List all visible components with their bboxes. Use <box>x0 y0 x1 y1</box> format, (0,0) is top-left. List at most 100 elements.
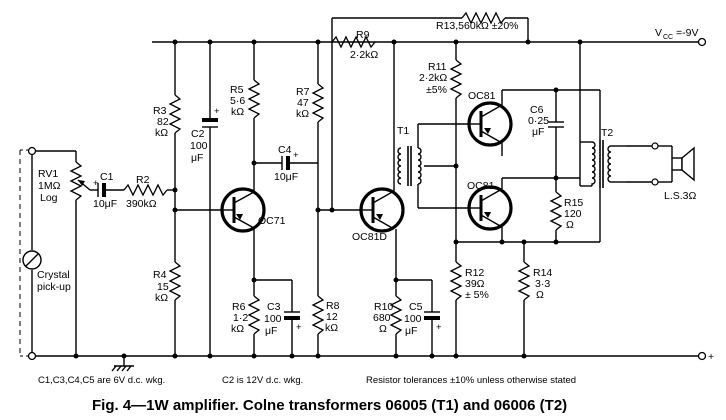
svg-text:R2: R2 <box>136 174 150 186</box>
svg-text:μF: μF <box>191 152 203 164</box>
junction-dots <box>73 39 583 359</box>
svg-text:680: 680 <box>373 312 391 324</box>
svg-text:100: 100 <box>264 313 282 325</box>
r3-resistor: R3 82 kΩ <box>153 42 182 262</box>
svg-text:Ω: Ω <box>566 219 574 231</box>
r14-resistor: R14 3·3 Ω <box>517 261 552 356</box>
svg-text:Crystal: Crystal <box>37 269 70 281</box>
r15-resistor: R15 120 Ω <box>549 178 583 242</box>
svg-text:R15: R15 <box>564 197 583 209</box>
svg-text:kΩ: kΩ <box>155 127 168 139</box>
svg-text:=-9V: =-9V <box>676 27 698 39</box>
svg-text:1·2: 1·2 <box>233 312 248 324</box>
r7-resistor: R7 47 kΩ <box>296 42 325 296</box>
svg-text:C2: C2 <box>191 128 205 140</box>
positive-terminal-label: + <box>708 351 714 363</box>
svg-text:2·2kΩ: 2·2kΩ <box>350 49 378 61</box>
svg-text:R12: R12 <box>465 267 484 279</box>
r9-resistor: R9 2·2kΩ <box>331 29 378 61</box>
svg-text:μF: μF <box>405 325 417 337</box>
svg-text:R6: R6 <box>232 301 246 313</box>
tolerance-note: Resistor tolerances ±10% unless otherwis… <box>366 375 576 386</box>
svg-text:R5: R5 <box>230 84 244 96</box>
r2-resistor: R2 390kΩ <box>123 174 175 210</box>
svg-text:C1: C1 <box>100 171 114 183</box>
svg-text:±5%: ±5% <box>426 84 447 96</box>
svg-text:kΩ: kΩ <box>231 323 244 335</box>
c2-voltage-note: C2 is 12V d.c. wkg. <box>222 375 303 386</box>
svg-text:OC81: OC81 <box>467 180 495 192</box>
svg-text:120: 120 <box>564 208 582 220</box>
svg-text:pick-up: pick-up <box>37 281 71 293</box>
svg-text:+: + <box>293 150 299 161</box>
r6-resistor: R6 1·2 kΩ <box>231 228 261 356</box>
r8-resistor: R8 12 kΩ <box>311 295 340 356</box>
svg-text:CC: CC <box>663 34 673 41</box>
svg-text:T1: T1 <box>397 125 409 137</box>
svg-text:± 5%: ± 5% <box>465 289 489 301</box>
oc81-bottom-transistor: OC81 <box>467 180 513 231</box>
r10-resistor: R10 680 Ω <box>373 229 403 356</box>
svg-text:C4: C4 <box>278 144 292 156</box>
svg-text:100: 100 <box>404 313 422 325</box>
crystal-pickup: Crystal pick-up <box>19 146 71 361</box>
svg-text:μF: μF <box>532 126 544 138</box>
c1-capacitor: + C1 10μF <box>90 171 124 210</box>
svg-text:R10: R10 <box>374 301 393 313</box>
oc81-top-transistor: OC81 <box>467 90 513 147</box>
svg-text:47: 47 <box>297 97 309 109</box>
svg-text:V: V <box>655 27 662 39</box>
c6-capacitor: C6 0·25 μF <box>528 90 564 178</box>
svg-text:C5: C5 <box>409 301 423 313</box>
svg-text:μF: μF <box>265 325 277 337</box>
svg-text:C3: C3 <box>267 301 281 313</box>
svg-text:OC81: OC81 <box>468 90 496 102</box>
oc71-transistor: OC71 <box>175 187 286 233</box>
svg-text:0·25: 0·25 <box>528 115 549 127</box>
t2-transformer: T2 <box>560 42 626 243</box>
svg-text:L.S.3Ω: L.S.3Ω <box>664 190 697 202</box>
svg-text:R14: R14 <box>533 267 552 279</box>
svg-text:+: + <box>296 322 302 333</box>
svg-text:10μF: 10μF <box>93 198 117 210</box>
r13-resistor: R13,560kΩ ±20% <box>331 11 529 210</box>
svg-text:82: 82 <box>157 116 169 128</box>
svg-text:39Ω: 39Ω <box>465 278 485 290</box>
r11-resistor: R11 2·2kΩ ±5% <box>419 42 463 262</box>
svg-text:C6: C6 <box>530 104 544 116</box>
svg-text:R7: R7 <box>296 86 310 98</box>
rv1-volume-control[interactable]: RV1 1MΩ Log <box>36 150 91 356</box>
c3-capacitor: + C3 100 μF <box>254 279 302 356</box>
svg-text:Log: Log <box>40 192 58 204</box>
output-stage-wiring <box>456 89 600 262</box>
r5-resistor: R5 5·6 kΩ <box>230 42 261 192</box>
svg-text:15: 15 <box>157 281 169 293</box>
svg-text:390kΩ: 390kΩ <box>126 198 157 210</box>
svg-text:10μF: 10μF <box>274 171 298 183</box>
svg-text:kΩ: kΩ <box>296 108 309 120</box>
svg-text:12: 12 <box>326 311 338 323</box>
svg-text:R9: R9 <box>356 29 370 41</box>
svg-text:Ω: Ω <box>536 289 544 301</box>
svg-text:R13,560kΩ ±20%: R13,560kΩ ±20% <box>436 20 519 32</box>
c4-capacitor: + C4 10μF <box>254 144 318 183</box>
figure-caption: Fig. 4—1W amplifier. Colne transformers … <box>92 397 567 414</box>
svg-text:OC81D: OC81D <box>352 231 387 243</box>
svg-text:3·3: 3·3 <box>535 278 550 290</box>
vcc-label: V CC =-9V <box>655 27 698 41</box>
r12-resistor: R12 39Ω ± 5% <box>449 261 489 356</box>
negative-supply-rail <box>152 37 707 47</box>
positive-supply-rail <box>32 351 707 361</box>
svg-text:2·2kΩ: 2·2kΩ <box>419 72 447 84</box>
svg-text:+: + <box>436 322 442 333</box>
svg-text:+: + <box>214 106 220 117</box>
svg-text:100: 100 <box>190 140 208 152</box>
svg-text:R8: R8 <box>326 300 340 312</box>
svg-text:kΩ: kΩ <box>155 292 168 304</box>
svg-text:R3: R3 <box>153 105 167 117</box>
svg-text:1MΩ: 1MΩ <box>38 180 61 192</box>
oc81d-transistor: OC81D <box>318 187 405 243</box>
t1-transformer: T1 <box>393 42 470 209</box>
svg-text:kΩ: kΩ <box>325 322 338 334</box>
